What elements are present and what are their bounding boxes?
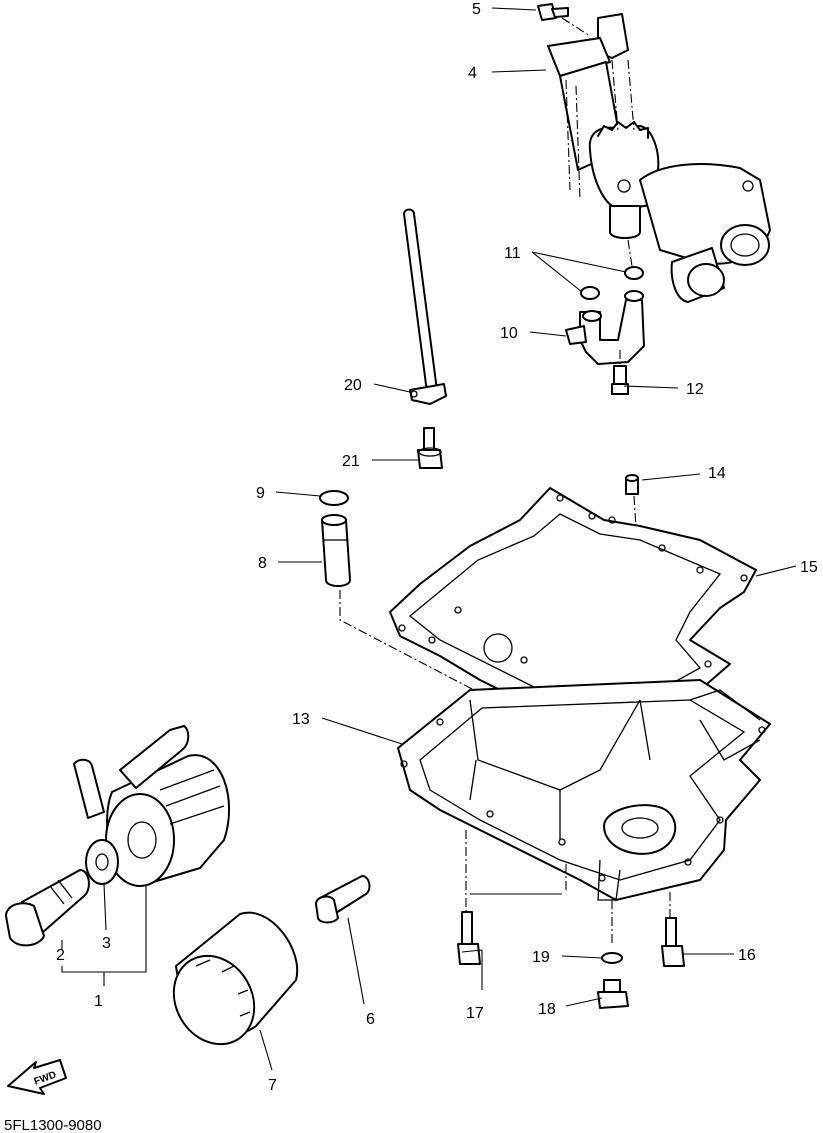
union-bolt-2 xyxy=(5,869,90,947)
oil-pipe-10 xyxy=(565,290,645,365)
dowel-pin-14 xyxy=(625,474,639,529)
oil-pump xyxy=(547,13,771,303)
callout-6: 6 xyxy=(366,1011,375,1028)
callout-numbers: 5 4 11 10 12 20 21 9 8 14 15 13 16 19 18… xyxy=(56,1,818,1094)
callout-2: 2 xyxy=(56,947,65,964)
callout-21: 21 xyxy=(342,453,360,470)
catalog-code: 5FL1300-9080 xyxy=(4,1117,102,1133)
callout-17: 17 xyxy=(466,1005,484,1022)
callout-7: 7 xyxy=(268,1077,277,1094)
oil-level-gauge-20 xyxy=(403,208,447,405)
callout-20: 20 xyxy=(344,377,362,394)
callout-10: 10 xyxy=(500,325,518,342)
gasket-19 xyxy=(601,952,623,964)
callout-14: 14 xyxy=(708,465,726,482)
oil-filter-7 xyxy=(172,911,299,1046)
callout-4: 4 xyxy=(468,65,477,82)
washer-3 xyxy=(85,839,119,885)
bolt-21 xyxy=(417,427,443,469)
strainer-8 xyxy=(321,514,351,587)
fwd-arrow-icon: FWD xyxy=(7,1059,67,1095)
bolt-16 xyxy=(661,917,685,967)
callout-1: 1 xyxy=(94,993,103,1010)
bolt-17 xyxy=(457,911,481,965)
bolt-12 xyxy=(611,350,629,395)
callout-11: 11 xyxy=(504,245,521,262)
callout-13: 13 xyxy=(292,711,310,728)
callout-8: 8 xyxy=(258,555,267,572)
callout-5: 5 xyxy=(472,1,481,18)
o-ring-9 xyxy=(319,490,349,506)
bolt-5 xyxy=(537,3,591,37)
callout-12: 12 xyxy=(686,381,704,398)
o-ring-11b xyxy=(580,286,600,300)
callout-3: 3 xyxy=(102,935,111,952)
callout-16: 16 xyxy=(738,947,756,964)
leader-lines xyxy=(61,7,797,1071)
o-ring-11a xyxy=(624,266,644,280)
callout-9: 9 xyxy=(256,485,265,502)
drain-bolt-18 xyxy=(597,979,629,1009)
callout-15: 15 xyxy=(800,559,818,576)
oil-pan-13 xyxy=(397,679,771,901)
union-bolt-6 xyxy=(315,875,371,924)
callout-18: 18 xyxy=(538,1001,556,1018)
callout-19: 19 xyxy=(532,949,550,966)
